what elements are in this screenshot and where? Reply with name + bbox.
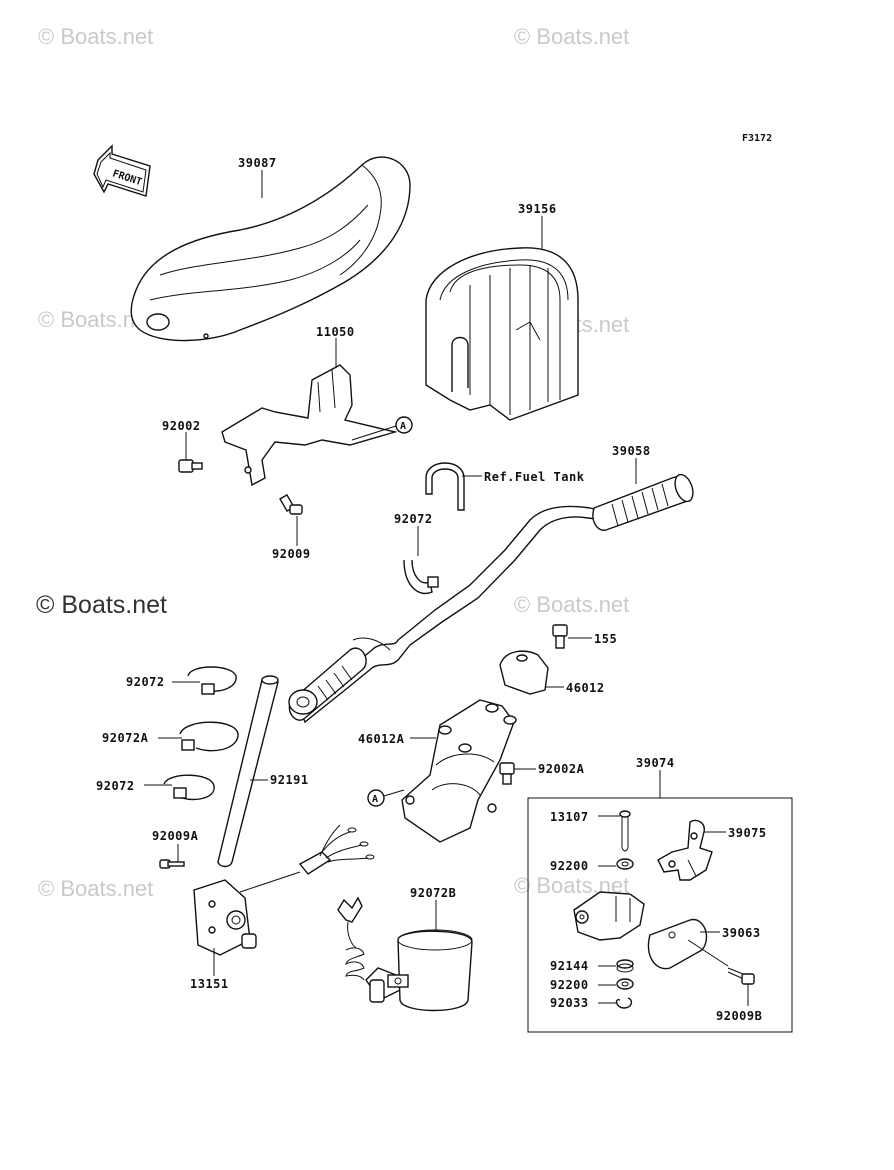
band-92072-a — [187, 666, 237, 695]
callout-155: 155 — [594, 632, 617, 646]
washer-92200-top — [616, 858, 634, 870]
watermark-bottom-left: © Boats.net — [38, 876, 153, 901]
part-39075 — [657, 819, 713, 881]
screw-92009B — [727, 967, 755, 985]
bracket-11050 — [221, 364, 398, 487]
callout-39087: 39087 — [238, 156, 277, 170]
callout-92009A: 92009A — [152, 829, 199, 843]
switch-13151 — [193, 824, 375, 956]
callout-39074: 39074 — [636, 756, 675, 770]
callout-92009: 92009 — [272, 547, 311, 561]
callout-46012A: 46012A — [358, 732, 405, 746]
callout-39058: 39058 — [612, 444, 651, 458]
washer-92200-bottom — [616, 978, 634, 990]
bolt-92009 — [279, 493, 303, 515]
circlip-92033 — [615, 997, 633, 1009]
callout-11050: 11050 — [316, 325, 355, 339]
part-39063 — [647, 918, 708, 970]
handle-cover-39087 — [130, 156, 411, 342]
hose-ref-fuel-tank — [425, 462, 465, 511]
throttle-lever — [573, 891, 645, 941]
callout-92200-bottom: 92200 — [550, 978, 589, 992]
watermark-top-right: © Boats.net — [514, 24, 629, 49]
grip-left — [288, 647, 367, 721]
callout-13151: 13151 — [190, 977, 229, 991]
bolt-92002 — [178, 459, 203, 473]
bolt-155 — [552, 624, 568, 649]
ref-marker-a-top: A — [400, 421, 406, 432]
callout-92072-b: 92072 — [96, 779, 135, 793]
callout-92033: 92033 — [550, 996, 589, 1010]
callout-92002: 92002 — [162, 419, 201, 433]
ref-marker-a-bottom: A — [372, 794, 378, 805]
holder-46012A — [401, 699, 517, 843]
callout-92009B: 92009B — [716, 1009, 762, 1023]
callout-39075: 39075 — [728, 826, 767, 840]
screw-92009A — [159, 859, 185, 869]
tube-92191 — [217, 675, 279, 868]
lanyard-92072B — [337, 896, 473, 1012]
front-arrow: FRONT — [93, 144, 151, 197]
callout-92072-a: 92072 — [126, 675, 165, 689]
figure-code: F3172 — [742, 133, 772, 144]
spring-92144 — [616, 959, 634, 973]
callout-39156: 39156 — [518, 202, 557, 216]
callout-92072B: 92072B — [410, 886, 456, 900]
band-92072A — [179, 721, 239, 752]
callout-92002A: 92002A — [538, 762, 585, 776]
watermark-center-left: © Boats.net — [36, 591, 167, 619]
band-92072-b — [163, 774, 215, 801]
ribbed-cover-39156 — [425, 247, 579, 421]
callout-46012: 46012 — [566, 681, 605, 695]
ref-fuel-tank-note: Ref.Fuel Tank — [484, 470, 585, 484]
clamp-46012 — [499, 650, 549, 695]
grip-right — [592, 473, 694, 531]
callout-92072-top: 92072 — [394, 512, 433, 526]
bolt-92002A — [499, 762, 515, 785]
callout-92200-top: 92200 — [550, 859, 589, 873]
callout-92072A: 92072A — [102, 731, 149, 745]
pin-13107 — [619, 810, 631, 852]
watermark-top-left: © Boats.net — [38, 24, 153, 49]
callout-39063: 39063 — [722, 926, 761, 940]
watermark-center-right: © Boats.net — [514, 592, 629, 617]
band-92072-top — [403, 559, 439, 595]
callout-13107: 13107 — [550, 810, 589, 824]
group-box-39074 — [527, 770, 793, 1033]
callout-92144: 92144 — [550, 959, 589, 973]
callout-92191: 92191 — [270, 773, 309, 787]
